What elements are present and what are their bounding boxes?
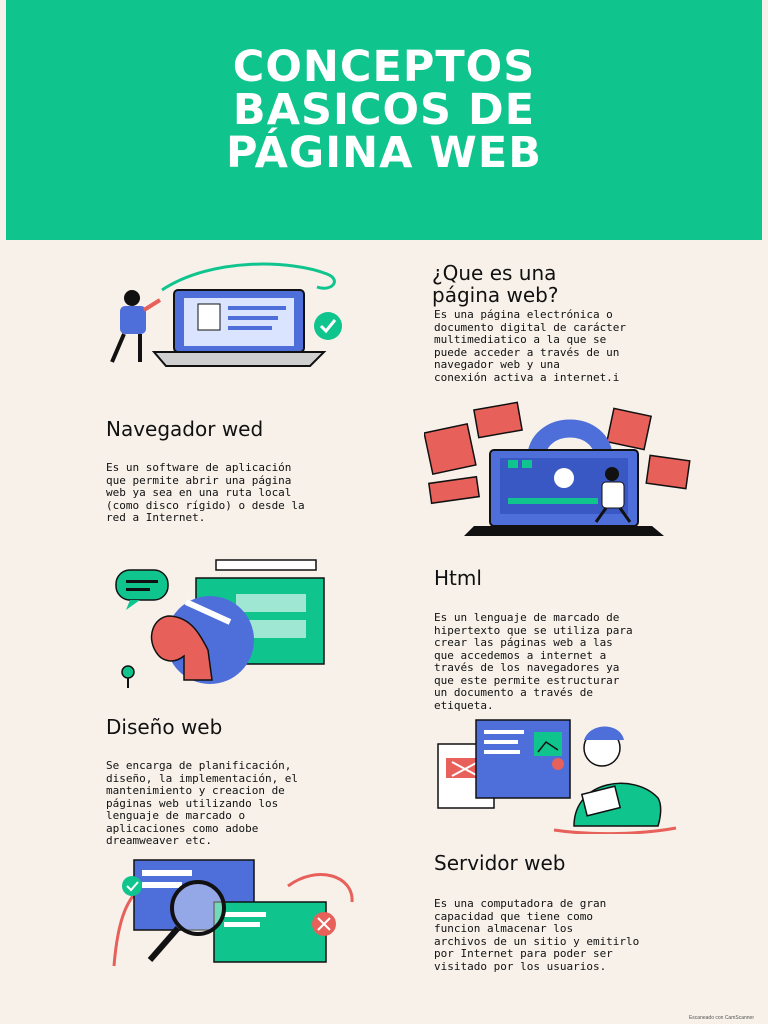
text-html: Es un lenguaje de marcado de hipertexto … bbox=[434, 611, 633, 712]
search-pages-illustration bbox=[112, 859, 354, 967]
laptop-person-illustration bbox=[110, 262, 342, 367]
heading-diseno-web: Diseño web bbox=[106, 715, 223, 739]
text-servidor-web: Es una computadora de gran capacidad que… bbox=[434, 897, 640, 973]
scanner-footnote: Escaneado con CamScanner bbox=[688, 1015, 754, 1021]
text-navegador: Es un software de aplicación que permite… bbox=[106, 461, 305, 524]
server-documents-illustration bbox=[437, 719, 677, 834]
title-line-2: BASICOS DE bbox=[232, 85, 536, 135]
page-title: CONCEPTOS BASICOS DE PÁGINA WEB bbox=[0, 46, 768, 175]
text-que-es-pagina-web: Es una página electrónica o documento di… bbox=[434, 308, 627, 384]
heading-navegador: Navegador wed bbox=[106, 417, 264, 441]
title-line-1: CONCEPTOS bbox=[232, 42, 536, 92]
heading-servidor-web: Servidor web bbox=[434, 851, 566, 875]
text-diseno-web: Se encarga de planificación, diseño, la … bbox=[106, 759, 299, 847]
browser-lock-illustration bbox=[424, 401, 691, 536]
heading-html: Html bbox=[434, 566, 482, 590]
web-designer-illustration bbox=[115, 559, 325, 688]
title-banner bbox=[6, 0, 762, 240]
title-line-3: PÁGINA WEB bbox=[226, 128, 542, 178]
heading-que-es-pagina-web: ¿Que es una página web? bbox=[432, 261, 559, 307]
